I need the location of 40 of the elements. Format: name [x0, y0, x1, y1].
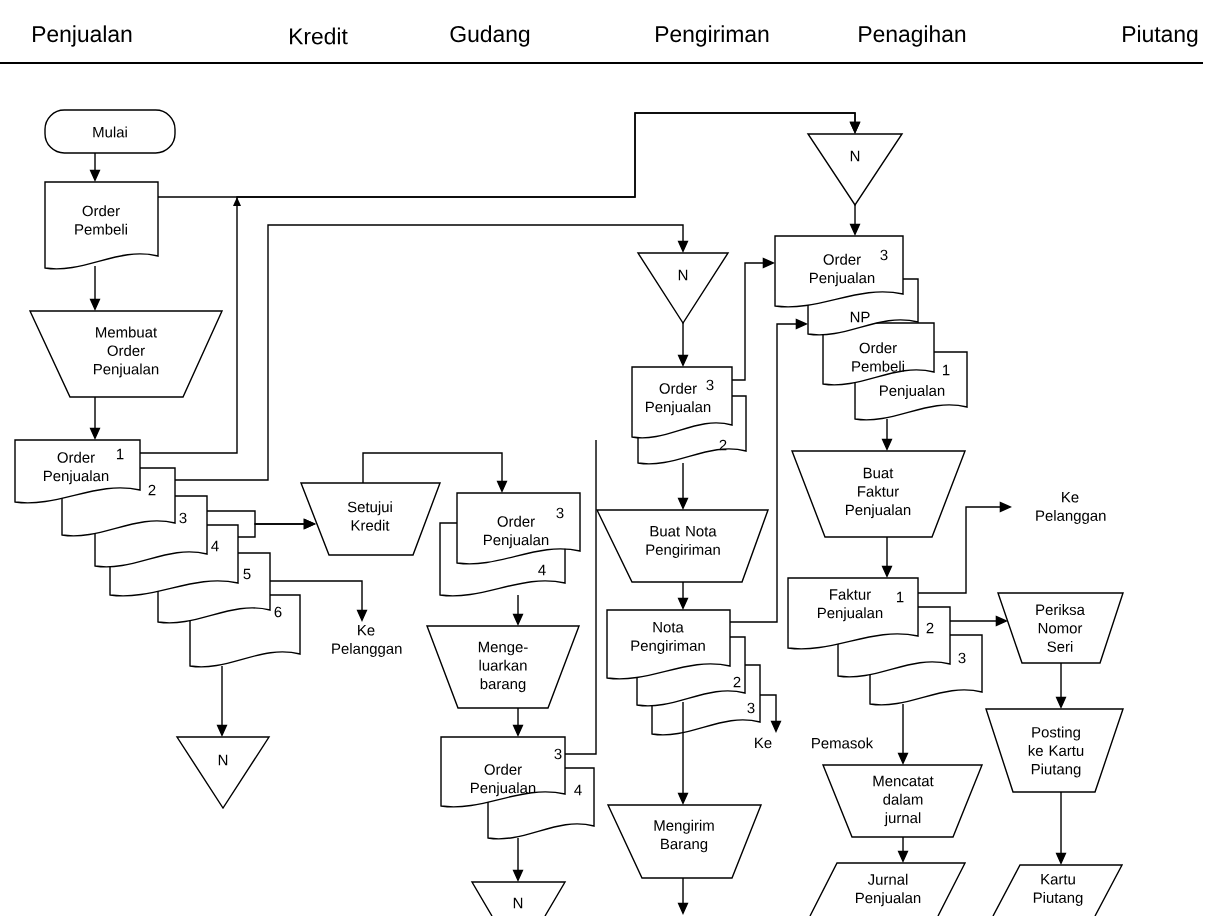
column-header: Penagihan	[859, 25, 966, 47]
node-label: 2	[926, 622, 934, 634]
column-header: Kredit	[290, 27, 348, 45]
node-label: 5	[243, 568, 251, 580]
destination-text: Ke	[755, 737, 772, 749]
node-label: 1	[116, 448, 124, 460]
destination-text: Ke Pelanggan	[1036, 492, 1106, 524]
node-label: Penjualan	[880, 385, 945, 399]
node-label: 6	[274, 606, 282, 618]
column-header: Penjualan	[33, 25, 132, 47]
node-label: 2	[148, 484, 156, 496]
node-label: 3	[747, 702, 755, 714]
document-stack: Order Penjualan 3 NP Order Pembeli 1 Penjualan	[774, 235, 968, 421]
document-stack: Order Penjualan 3 4	[440, 736, 595, 840]
destination-text: Ke Pelanggan	[332, 625, 402, 657]
column-header: Piutang	[1123, 25, 1198, 47]
destination-text: Pemasok	[812, 737, 874, 749]
column-header: Gudang	[450, 25, 530, 47]
node-label: 1	[942, 364, 950, 376]
document-stack: Faktur Penjualan 1 2 3	[787, 577, 983, 706]
journal-parallelogram: Kartu Piutang	[992, 864, 1124, 916]
node-label: NP	[850, 311, 870, 323]
node-label: 2	[733, 676, 741, 688]
node-label: 3	[556, 507, 564, 519]
node-label: Order Penjualan	[44, 451, 109, 485]
node-label: Order Pembeli	[852, 342, 904, 372]
document-stack: Nota Pengiriman 2 3	[606, 609, 761, 736]
document-stack: Order Penjualan 3 4	[439, 492, 581, 597]
connector-line	[564, 439, 597, 755]
document-stack: Order Penjualan 1 2 3 4 5 6	[14, 439, 301, 668]
arrow	[174, 224, 689, 481]
column-header: Pengiriman	[656, 25, 769, 47]
arrow	[139, 112, 861, 454]
node-label: 3	[706, 379, 714, 391]
node-label: Order	[659, 382, 697, 394]
journal-parallelogram: Jurnal Penjualan	[809, 862, 967, 916]
node-label: 3	[958, 652, 966, 664]
node-label: 3	[179, 512, 187, 524]
document-stack: Order Penjualan 3 2	[631, 366, 747, 465]
node-label: 4	[574, 784, 582, 796]
